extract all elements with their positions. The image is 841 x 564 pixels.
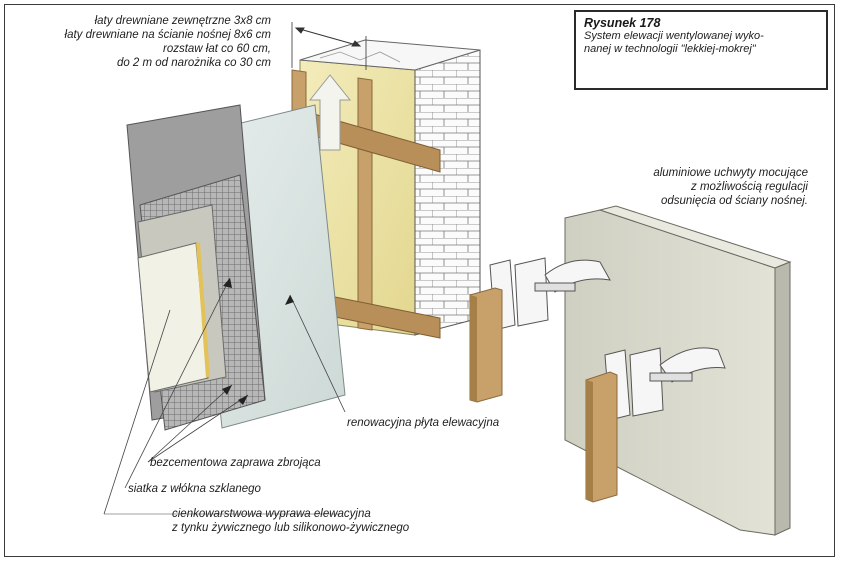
figure-caption-line-1: System elewacji wentylowanej wyko- [584, 30, 764, 42]
brackets-label-line-1: aluminiowe uchwyty mocujące [653, 167, 808, 179]
glass-fiber-mesh-label: siatka z włókna szklanego [128, 483, 261, 495]
bracket-lower [604, 347, 726, 421]
figure-caption-box: Rysunek 178 System elewacji wentylowanej… [574, 10, 828, 90]
brackets-label-line-2: z możliwością regulacji [691, 181, 808, 193]
battens-label-line-1: łaty drewniane zewnętrzne 3x8 cm [94, 15, 271, 27]
reinforcing-mortar-label: bezcementowa zaprawa zbrojąca [150, 457, 321, 469]
battens-label-line-3: rozstaw łat co 60 cm, [162, 43, 271, 55]
figure-caption-line-2: nanej w technologii "lekkiej-mokrej" [584, 43, 756, 55]
wooden-batten-pieces [469, 287, 618, 503]
bracket-upper [489, 257, 611, 331]
battens-label-line-4: do 2 m od narożnika co 30 cm [116, 57, 271, 69]
plaster-layers [126, 104, 266, 431]
plaster-label-line-1: cienkowarstwowa wyprawa elewacyjna [172, 508, 371, 520]
leader-arrowheads [222, 278, 294, 405]
battens-label-line-2: łaty drewniane na ścianie nośnej 8x6 cm [64, 29, 271, 41]
air-flow-arrow [308, 74, 352, 151]
brackets-label-line-3: odsunięcia od ściany nośnej. [660, 195, 808, 207]
plaster-label-line-2: z tynku żywicznego lub silikonowo-żywicz… [172, 522, 410, 534]
dimension-arrow [291, 22, 367, 70]
figure-number: Rysunek 178 [584, 16, 661, 30]
facade-board-label: renowacyjna płyta elewacyjna [347, 417, 500, 429]
leader-lines [103, 277, 346, 515]
